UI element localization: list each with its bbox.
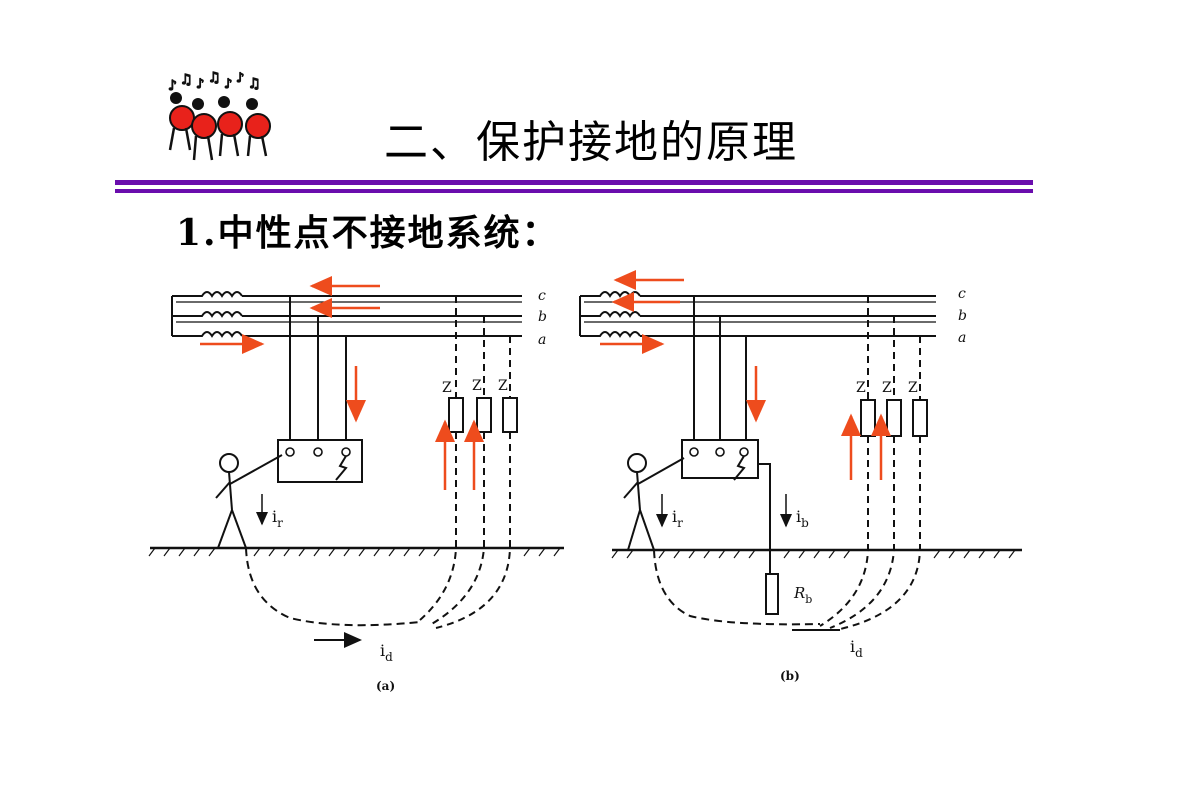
phase-label-b-b: b [958,308,967,324]
svg-text:♪: ♪ [236,71,244,86]
impedance-label-b1: Z [856,380,866,396]
impedance-b1 [860,399,876,437]
phase-lines-b [584,295,936,337]
impedance-label-b3: Z [908,380,918,396]
person-current-label-a: ir [272,507,283,530]
insulation-fault-a [335,455,348,481]
resistor-label-b: Rb [793,584,812,606]
phase-label-b-a: b [538,309,547,325]
person-current-label-b: ir [672,507,683,530]
source-coils-a [171,291,243,338]
phase-label-a-b: a [958,330,966,346]
impedance-label-a3: Z [498,378,508,394]
person-figure-a [215,453,283,549]
caption-b: (b) [780,669,800,683]
impedance-b2 [886,399,902,437]
caption-a: (a) [376,679,395,693]
phase-label-a-a: a [538,332,546,348]
protective-earth-conductor [758,463,779,615]
title-divider-top [115,180,1033,185]
insulation-fault-b [733,455,746,481]
ground-current-label-b: ib [796,507,809,530]
section-heading: 1.中性点不接地系统： [176,212,560,254]
svg-text:♫: ♫ [208,70,221,86]
fault-current-path-a [245,547,421,627]
fault-current-label-b: id [850,637,863,660]
phase-label-c-a: c [538,288,546,304]
svg-text:♪: ♪ [168,78,177,94]
title-divider-bottom [115,189,1033,193]
fault-current-label-a: id [380,641,393,664]
phase-label-c-b: c [958,286,966,302]
slide-title: 二、保护接地的原理 [384,117,798,168]
svg-text:♪: ♪ [224,77,232,92]
impedance-label-a2: Z [472,378,482,394]
fault-current-path-b [653,549,821,626]
svg-text:♪: ♪ [196,77,204,92]
phase-lines-a [176,295,522,337]
impedance-label-b2: Z [882,380,892,396]
person-figure-b [623,453,685,551]
equipment-enclosure-b [681,439,759,479]
impedance-label-a1: Z [442,380,452,396]
equipment-enclosure-a [277,439,363,483]
source-coils-b [579,291,641,338]
svg-text:♫: ♫ [180,72,193,88]
impedance-b3 [912,399,928,437]
svg-text:♫: ♫ [248,76,261,92]
